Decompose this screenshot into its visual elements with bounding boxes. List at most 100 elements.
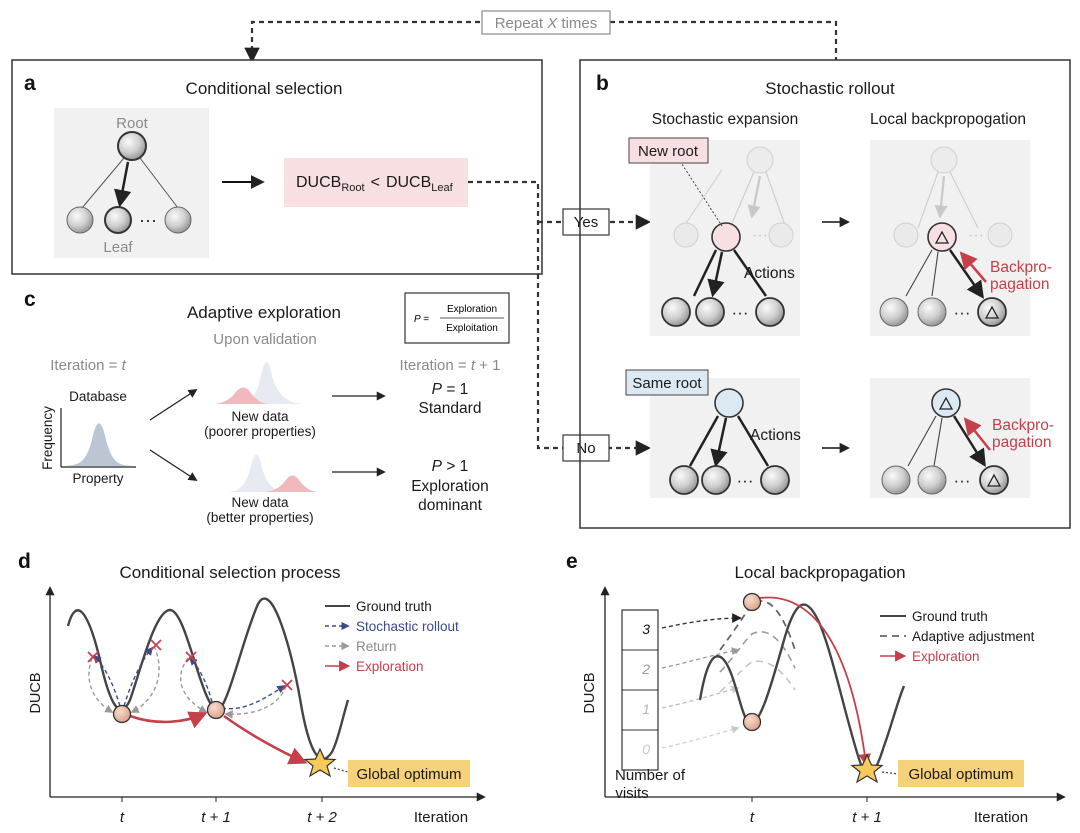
ellipsis: ··· xyxy=(139,210,157,230)
child-node xyxy=(164,206,192,234)
d-node-t xyxy=(112,704,132,724)
root-label: Root xyxy=(116,115,149,132)
d-legend-rollout: Stochastic rollout xyxy=(356,619,459,634)
backprop-label-2: Backpro-pagation xyxy=(992,417,1054,451)
d-tick-t: t xyxy=(120,809,125,826)
standard-label: Standard xyxy=(419,400,482,417)
panel-d: d Conditional selection process DUCB Ite… xyxy=(18,550,486,826)
no-label: No xyxy=(576,440,595,457)
d-legend-exploration: Exploration xyxy=(356,659,424,674)
dominant-label: dominant xyxy=(418,497,482,514)
formula-p: P = xyxy=(414,314,429,325)
e-tick-t1: t + 1 xyxy=(852,809,882,826)
d-ylabel: DUCB xyxy=(28,672,44,713)
d-tick-t2: t + 2 xyxy=(307,809,337,826)
panel-a-letter: a xyxy=(24,72,36,95)
panel-b-letter: b xyxy=(596,72,609,95)
formula-den: Exploitation xyxy=(446,323,498,334)
panel-b-frame xyxy=(579,59,1071,529)
poorer-properties: (poorer properties) xyxy=(204,424,316,439)
p-greater-1: P > 1 xyxy=(432,458,469,475)
e-node-top xyxy=(742,592,762,612)
branch-connectors: Yes No xyxy=(468,180,652,462)
e-tick-t: t xyxy=(750,809,755,826)
panel-e-letter: e xyxy=(566,550,578,573)
repeat-box xyxy=(481,10,611,35)
svg-text:···: ··· xyxy=(954,471,971,490)
panel-c: c Adaptive exploration P = Exploration E… xyxy=(24,288,510,525)
same-root-node xyxy=(714,388,744,418)
same-root-label: Same root xyxy=(632,375,702,392)
d-global-optimum: Global optimum xyxy=(356,766,461,783)
new-data-poorer: New data xyxy=(231,409,289,424)
d-legend: Ground truth Stochastic rollout Return E… xyxy=(325,599,459,674)
panel-b: b Stochastic rollout Stochastic expansio… xyxy=(579,59,1071,529)
no-box xyxy=(562,434,610,462)
panel-c-title: Adaptive exploration xyxy=(187,303,341,322)
e-legend-adaptive: Adaptive adjustment xyxy=(912,629,1035,644)
new-data-better: New data xyxy=(231,495,289,510)
visits-3: 3 xyxy=(642,621,650,637)
e-legend: Ground truth Adaptive adjustment Explora… xyxy=(880,609,1035,664)
e-legend-exploration: Exploration xyxy=(912,649,980,664)
frequency-label: Frequency xyxy=(40,406,55,470)
e-star-icon xyxy=(850,753,884,784)
yes-label: Yes xyxy=(574,214,598,231)
same-root-tag xyxy=(625,369,709,396)
panel-e: e Local backpropagation DUCB Iteration t… xyxy=(566,550,1066,826)
property-label: Property xyxy=(72,471,123,486)
leaf-label: Leaf xyxy=(103,239,133,256)
d-legend-return: Return xyxy=(356,639,397,654)
e-ylabel: DUCB xyxy=(582,672,598,713)
col-stochastic-expansion: Stochastic expansion xyxy=(652,111,798,128)
child-node xyxy=(66,206,94,234)
panel-a-title: Conditional selection xyxy=(186,79,343,98)
panel-c-letter: c xyxy=(24,288,36,311)
rejected-marks xyxy=(87,639,293,691)
formula-num: Exploration xyxy=(447,304,497,315)
svg-text:···: ··· xyxy=(752,227,768,244)
new-root-tag xyxy=(628,137,709,164)
better-properties: (better properties) xyxy=(206,510,313,525)
d-global-optimum-box xyxy=(348,760,470,787)
e-global-optimum: Global optimum xyxy=(908,766,1013,783)
svg-text:···: ··· xyxy=(954,303,971,322)
backprop-label: Backpro-pagation xyxy=(990,259,1052,293)
iteration-t1: Iteration = t + 1 xyxy=(400,357,501,374)
col-local-backprop: Local backpropogation xyxy=(870,111,1026,128)
svg-text:···: ··· xyxy=(732,303,749,322)
repeat-loop: Repeat X times xyxy=(244,10,838,64)
database-label: Database xyxy=(69,389,127,404)
panel-d-title: Conditional selection process xyxy=(119,563,340,582)
panel-e-title: Local backpropagation xyxy=(734,563,905,582)
actions-label-2: Actions xyxy=(750,427,801,444)
e-global-optimum-box xyxy=(898,760,1024,787)
new-root-label: New root xyxy=(638,143,699,160)
panel-d-letter: d xyxy=(18,550,31,573)
e-xlabel: Iteration xyxy=(974,809,1028,826)
visits-1: 1 xyxy=(642,701,650,717)
d-tick-t1: t + 1 xyxy=(201,809,231,826)
repeat-label: Repeat X times xyxy=(495,15,598,32)
upon-validation: Upon validation xyxy=(213,331,316,348)
iteration-t: Iteration = t xyxy=(50,357,126,374)
panel-b-title: Stochastic rollout xyxy=(765,79,895,98)
p-equals-1: P = 1 xyxy=(432,381,469,398)
svg-text:···: ··· xyxy=(968,227,984,244)
d-star-icon xyxy=(303,747,337,778)
ducb-condition: DUCBRoot<DUCBLeaf xyxy=(296,174,454,194)
d-node-t1 xyxy=(206,700,226,720)
e-legend-ground-truth: Ground truth xyxy=(912,609,988,624)
leaf-node xyxy=(104,206,132,234)
yes-box xyxy=(562,208,610,236)
panel-a: a Conditional selection Root ··· Leaf DU… xyxy=(11,59,543,275)
d-legend-ground-truth: Ground truth xyxy=(356,599,432,614)
svg-text:···: ··· xyxy=(737,471,754,490)
root-node xyxy=(117,131,147,161)
visits-0: 0 xyxy=(642,741,650,757)
ducb-condition-box xyxy=(284,158,468,207)
e-node-bottom xyxy=(742,712,762,732)
actions-label: Actions xyxy=(744,265,795,282)
